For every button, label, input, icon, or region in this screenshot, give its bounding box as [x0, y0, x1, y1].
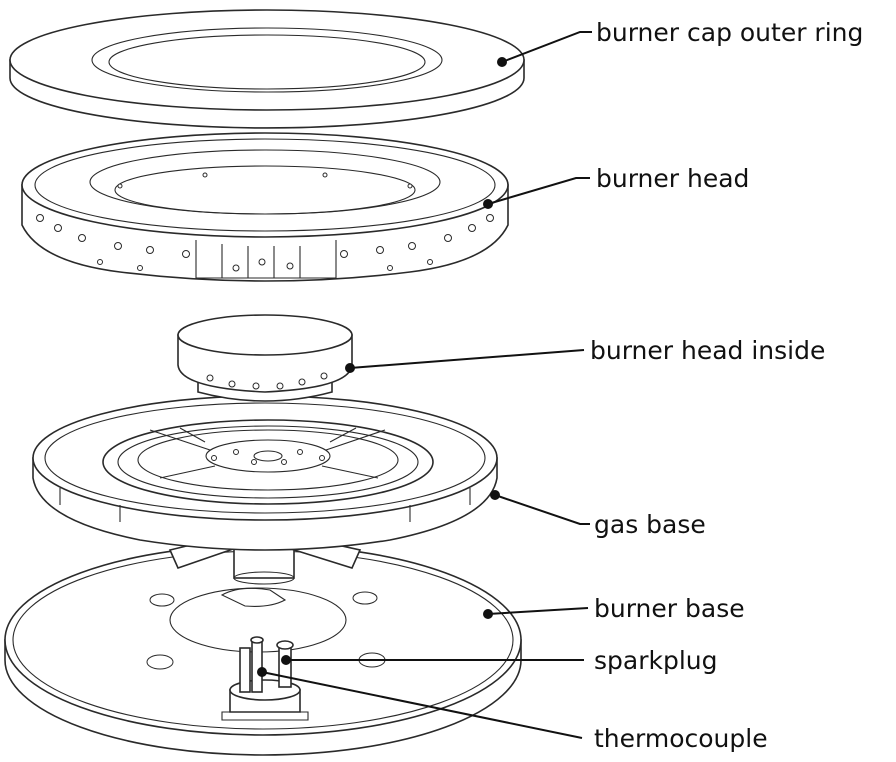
leader-gas-base	[490, 490, 590, 525]
label-burner-head-inside: burner head inside	[590, 336, 826, 365]
leader-cap-ring	[497, 31, 592, 67]
leader-sparkplug	[281, 655, 584, 665]
label-gas-base: gas base	[594, 510, 706, 539]
leader-burner-base	[483, 607, 589, 619]
thermocouple-part	[239, 636, 264, 693]
burner-head-part	[21, 132, 509, 282]
leader-thermocouple	[257, 667, 583, 739]
leader-head-inside	[345, 349, 585, 373]
label-burner-base: burner base	[594, 594, 745, 623]
leader-head	[483, 177, 590, 209]
burner-head-inside-part	[177, 314, 353, 402]
label-burner-cap-outer-ring: burner cap outer ring	[596, 18, 864, 47]
gas-base-part	[32, 395, 498, 585]
label-thermocouple: thermocouple	[594, 724, 768, 753]
burner-cap-outer-ring-part	[9, 9, 525, 129]
label-sparkplug: sparkplug	[594, 646, 718, 675]
label-burner-head: burner head	[596, 164, 750, 193]
